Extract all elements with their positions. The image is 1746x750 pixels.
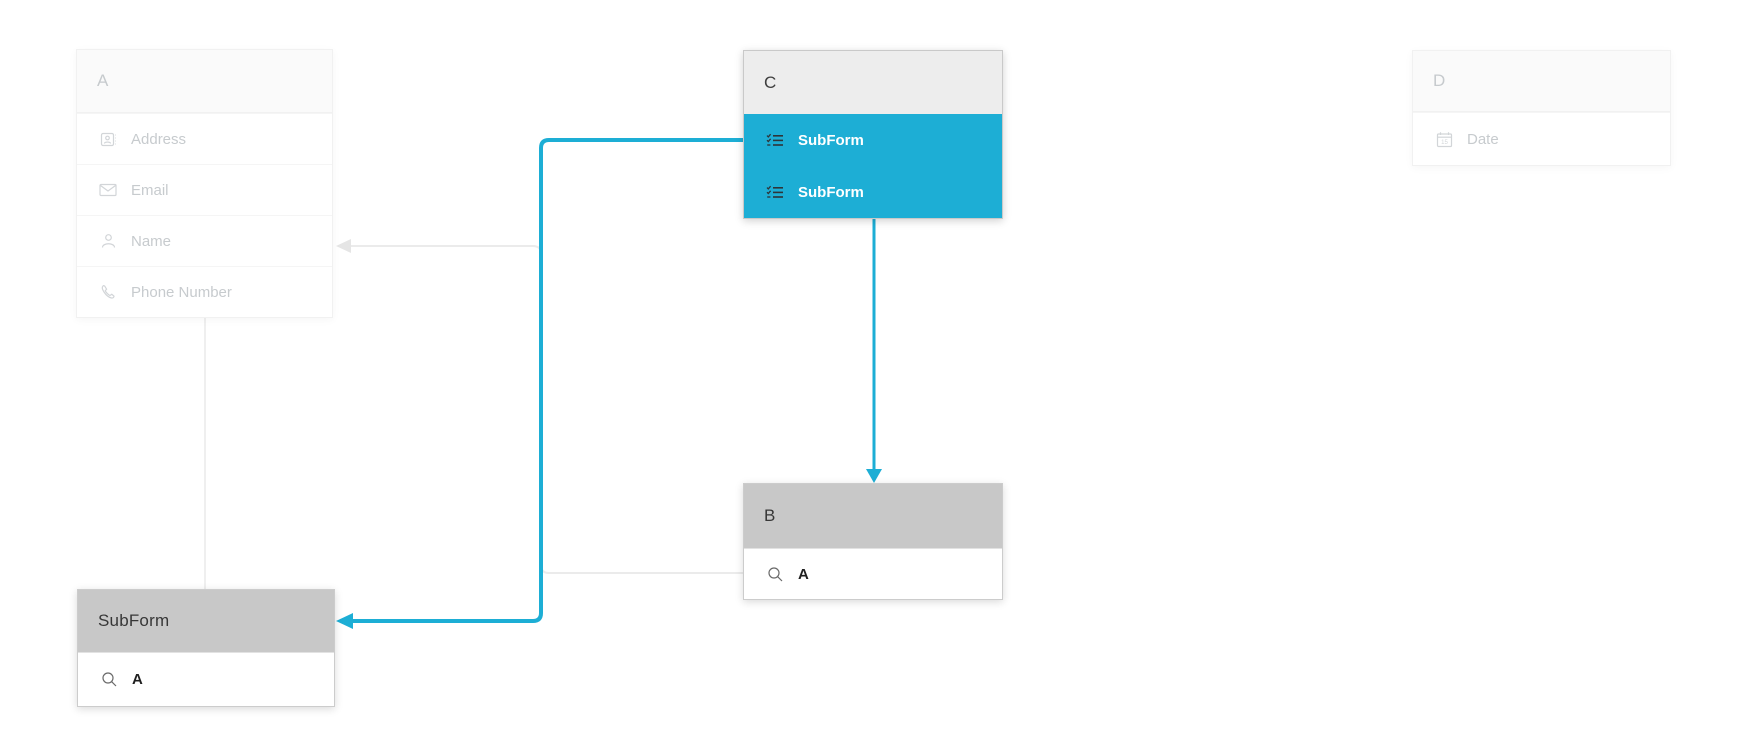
- form-c-header[interactable]: C: [744, 51, 1002, 114]
- phone-icon: [99, 284, 117, 300]
- field-subform-1[interactable]: SubForm: [744, 114, 1002, 166]
- field-lookup-a[interactable]: A: [78, 652, 334, 706]
- field-label: A: [132, 671, 143, 688]
- form-b-header[interactable]: B: [744, 484, 1002, 548]
- field-label: SubForm: [798, 183, 864, 201]
- field-email[interactable]: Email: [77, 164, 332, 215]
- field-subform-2[interactable]: SubForm: [744, 166, 1002, 218]
- subform-header[interactable]: SubForm: [78, 590, 334, 652]
- field-label: Name: [131, 232, 172, 250]
- field-label: Date: [1467, 130, 1499, 148]
- form-a-header[interactable]: A: [77, 50, 332, 113]
- field-label: Phone Number: [131, 283, 232, 301]
- field-lookup-a[interactable]: A: [744, 548, 1002, 599]
- form-box-subform[interactable]: SubForm A: [77, 589, 335, 707]
- checklist-icon: [766, 185, 784, 200]
- contact-card-icon: [99, 131, 117, 148]
- lookup-icon: [766, 566, 784, 583]
- link-b-to-a-arrowhead: [336, 239, 351, 253]
- link-c-to-subform-arrowhead: [336, 613, 353, 629]
- field-date[interactable]: 15 Date: [1413, 112, 1670, 165]
- subform-title: SubForm: [98, 611, 170, 630]
- field-label: SubForm: [798, 131, 864, 149]
- form-box-a[interactable]: A Address Email: [76, 49, 333, 318]
- form-box-b[interactable]: B A: [743, 483, 1003, 600]
- field-label: Address: [131, 130, 187, 148]
- calendar-icon: 15: [1435, 131, 1453, 148]
- form-a-title: A: [97, 71, 109, 90]
- field-name[interactable]: Name: [77, 215, 332, 266]
- link-c-to-b-arrowhead: [866, 469, 882, 483]
- form-box-c[interactable]: C SubForm: [743, 50, 1003, 219]
- field-address[interactable]: Address: [77, 113, 332, 164]
- svg-text:15: 15: [1441, 140, 1448, 146]
- checklist-icon: [766, 133, 784, 148]
- form-c-title: C: [764, 72, 777, 92]
- field-label: Email: [131, 181, 169, 199]
- lookup-icon: [100, 671, 118, 688]
- link-c-to-subform: [352, 138, 743, 623]
- field-label: A: [798, 565, 809, 583]
- field-phone-number[interactable]: Phone Number: [77, 266, 332, 317]
- envelope-icon: [99, 183, 117, 197]
- form-d-header[interactable]: D: [1413, 51, 1670, 112]
- link-b-to-a: [349, 245, 743, 574]
- form-d-title: D: [1433, 71, 1446, 90]
- form-box-d[interactable]: D 15 Date: [1412, 50, 1671, 166]
- form-b-title: B: [764, 506, 776, 525]
- person-icon: [99, 233, 117, 249]
